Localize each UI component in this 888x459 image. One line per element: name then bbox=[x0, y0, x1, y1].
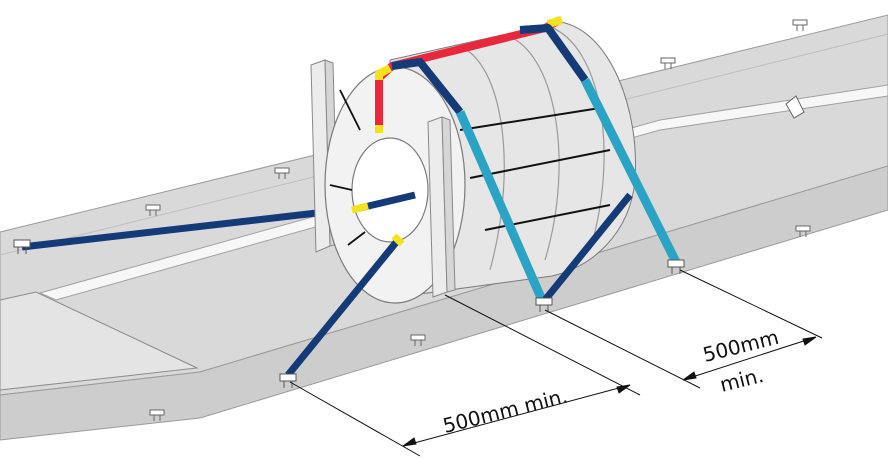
deck-recess bbox=[0, 291, 199, 391]
bolt-clip-icon bbox=[410, 334, 426, 346]
lashing-point-icon bbox=[279, 373, 297, 388]
bolt-clip-icon bbox=[149, 409, 165, 421]
rear-lashing-strap bbox=[21, 204, 361, 251]
deck-channel bbox=[38, 84, 888, 301]
lashing-bore-rear bbox=[359, 191, 416, 212]
rear-lashing bbox=[21, 204, 361, 251]
strap-joint bbox=[391, 233, 405, 247]
lashing-point-icon bbox=[667, 259, 685, 274]
front-post bbox=[427, 116, 456, 298]
lashing-point-icon bbox=[535, 297, 553, 312]
bolt-clip-icon bbox=[660, 57, 676, 69]
top-strap bbox=[375, 16, 589, 133]
coil-segment-line bbox=[454, 44, 505, 271]
bolt-clips bbox=[145, 19, 811, 421]
bolt-clip-icon bbox=[145, 204, 161, 216]
lashing-light-1 bbox=[455, 110, 547, 302]
bolt-clip-icon bbox=[274, 167, 290, 179]
deck-marker-icon bbox=[785, 95, 805, 119]
strap-joint bbox=[351, 202, 369, 214]
lashing-point-icon bbox=[13, 239, 31, 254]
front-lashings bbox=[285, 77, 681, 378]
dimension-label-rear-min: min. bbox=[717, 363, 766, 397]
dimension-label-front: 500mm min. bbox=[440, 384, 570, 438]
lashing-points bbox=[13, 239, 685, 388]
coil-bore bbox=[351, 137, 429, 243]
bolt-clip-icon bbox=[795, 225, 811, 237]
lashing-light-2 bbox=[580, 77, 681, 265]
lashing-bore-front bbox=[285, 237, 401, 378]
lashing-dark-diagonal bbox=[542, 192, 633, 303]
bolt-clip-icon bbox=[792, 19, 808, 31]
dimension-label-rear-value: 500mm bbox=[700, 325, 781, 367]
